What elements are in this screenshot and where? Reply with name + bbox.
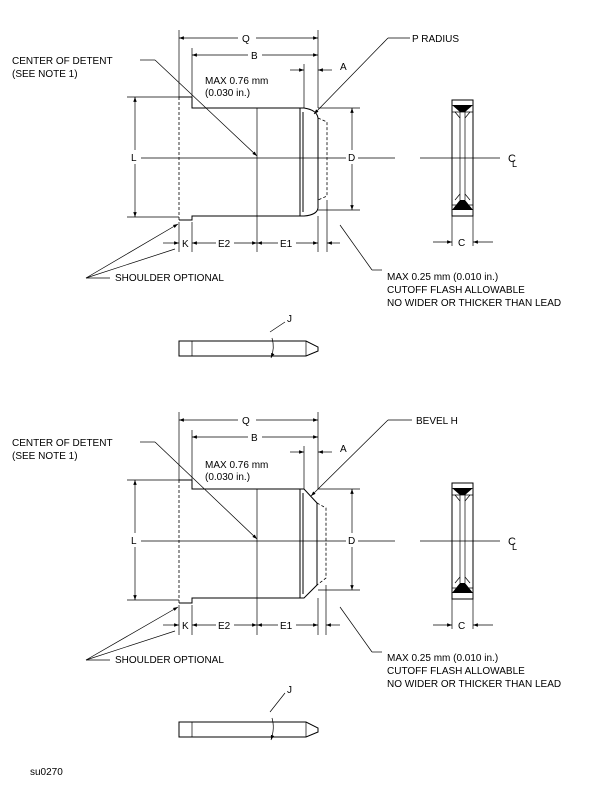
top-detent-label-1: CENTER OF DETENT (12, 56, 113, 67)
top-dim-k: K (182, 239, 189, 250)
bottom-dim-q: Q (242, 416, 250, 427)
top-detent-label-2: (SEE NOTE 1) (12, 69, 78, 80)
top-end-view (451, 99, 474, 217)
top-side-view (178, 340, 319, 357)
bottom-lead-outline (178, 479, 327, 604)
top-shoulder-label: SHOULDER OPTIONAL (115, 273, 224, 284)
bottom-dim-a: A (340, 444, 347, 455)
top-view: Q B A P RADIUS CENTER OF DETENT (SEE NOT… (12, 30, 561, 359)
bottom-view: Q B A BEVEL H CENTER OF DETENT (SEE NOTE… (12, 412, 561, 741)
top-dim-j: J (287, 314, 292, 325)
bottom-dim-d: D (348, 536, 355, 547)
top-flash-2: CUTOFF FLASH ALLOWABLE (387, 285, 525, 296)
bottom-max076-1: MAX 0.76 mm (205, 460, 268, 471)
bottom-end-view (451, 482, 474, 600)
bottom-dim-e1: E1 (280, 621, 293, 632)
bottom-detent-label-1: CENTER OF DETENT (12, 438, 113, 449)
bottom-dim-c: C (458, 621, 465, 632)
bottom-cl-symbol: C (508, 536, 516, 548)
top-max076-1: MAX 0.76 mm (205, 76, 268, 87)
top-flash-3: NO WIDER OR THICKER THAN LEAD (387, 298, 561, 309)
top-max076-2: (0.030 in.) (205, 88, 250, 99)
top-dim-e2: E2 (218, 239, 231, 250)
bottom-dim-b: B (251, 433, 258, 444)
bottom-flash-2: CUTOFF FLASH ALLOWABLE (387, 666, 525, 677)
bottom-dim-k: K (182, 621, 189, 632)
bottom-bevel-label: BEVEL H (416, 416, 458, 427)
bottom-dim-j: J (287, 685, 292, 696)
bottom-cl-subscript: L (512, 542, 517, 552)
top-cl-subscript: L (512, 159, 517, 169)
bottom-side-view (178, 721, 319, 738)
top-radius-label: P RADIUS (412, 34, 459, 45)
top-dim-e1: E1 (280, 239, 293, 250)
top-flash-1: MAX 0.25 mm (0.010 in.) (387, 272, 498, 283)
bottom-dim-e2: E2 (218, 621, 231, 632)
bottom-dim-l: L (131, 536, 137, 547)
top-lead-outline (178, 96, 328, 221)
top-dim-d: D (348, 153, 355, 164)
bottom-flash-1: MAX 0.25 mm (0.010 in.) (387, 653, 498, 664)
bottom-flash-3: NO WIDER OR THICKER THAN LEAD (387, 679, 561, 690)
top-dim-a: A (340, 62, 347, 73)
top-dim-c: C (458, 238, 465, 249)
top-dim-b: B (251, 51, 258, 62)
top-cl-symbol: C (508, 153, 516, 165)
bottom-shoulder-label: SHOULDER OPTIONAL (115, 655, 224, 666)
figure-id: su0270 (30, 767, 63, 778)
bottom-max076-2: (0.030 in.) (205, 472, 250, 483)
top-dim-l: L (131, 153, 137, 164)
top-dim-q: Q (242, 34, 250, 45)
bottom-detent-label-2: (SEE NOTE 1) (12, 451, 78, 462)
